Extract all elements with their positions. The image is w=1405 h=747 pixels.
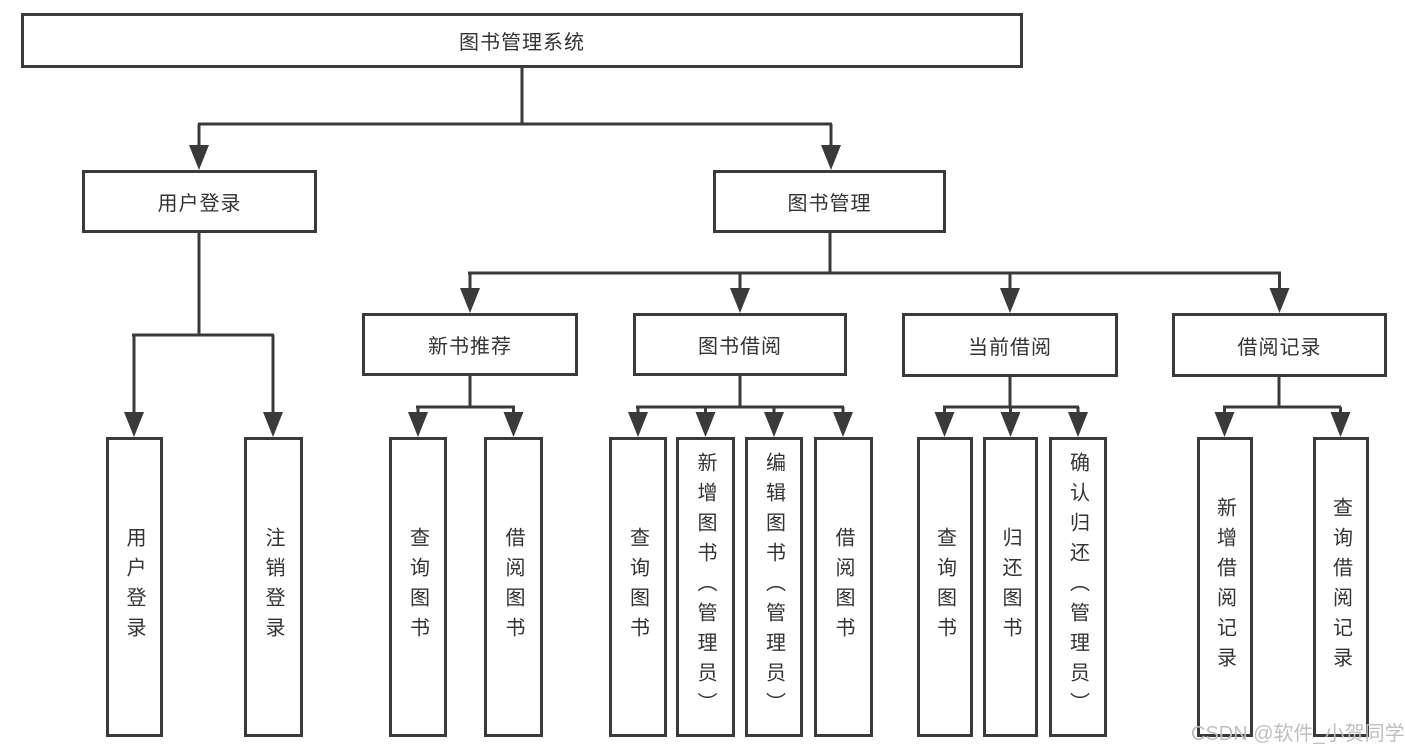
leaf-br-query-record: 查询借阅记录 (1313, 437, 1369, 737)
node-root: 图书管理系统 (21, 13, 1023, 68)
leaf-logout: 注销登录 (244, 437, 303, 737)
leaf-nb-borrow-books: 借阅图书 (484, 437, 543, 737)
leaf-nb-query-books: 查询图书 (389, 437, 447, 737)
node-current-borrow: 当前借阅 (902, 313, 1118, 377)
leaf-cb-return-books: 归还图书 (983, 437, 1038, 737)
leaf-br-add-record: 新增借阅记录 (1197, 437, 1253, 737)
leaf-bb-borrow-books: 借阅图书 (814, 437, 873, 737)
leaf-bb-add-book-admin: 新增图书（管理员） (676, 437, 735, 737)
node-user-login: 用户登录 (82, 170, 317, 233)
node-borrow-records: 借阅记录 (1172, 313, 1387, 377)
watermark: CSDN @软件_小贺同学 (1191, 723, 1405, 745)
leaf-cb-confirm-return-admin: 确认归还（管理员） (1049, 437, 1107, 737)
leaf-cb-query-books: 查询图书 (917, 437, 973, 737)
leaf-bb-edit-book-admin: 编辑图书（管理员） (745, 437, 803, 737)
node-book-borrow: 图书借阅 (633, 313, 847, 376)
node-book-management: 图书管理 (713, 170, 946, 233)
node-new-book-recommend: 新书推荐 (362, 313, 578, 376)
leaf-user-login: 用户登录 (106, 437, 163, 737)
leaf-bb-query-books: 查询图书 (609, 437, 667, 737)
